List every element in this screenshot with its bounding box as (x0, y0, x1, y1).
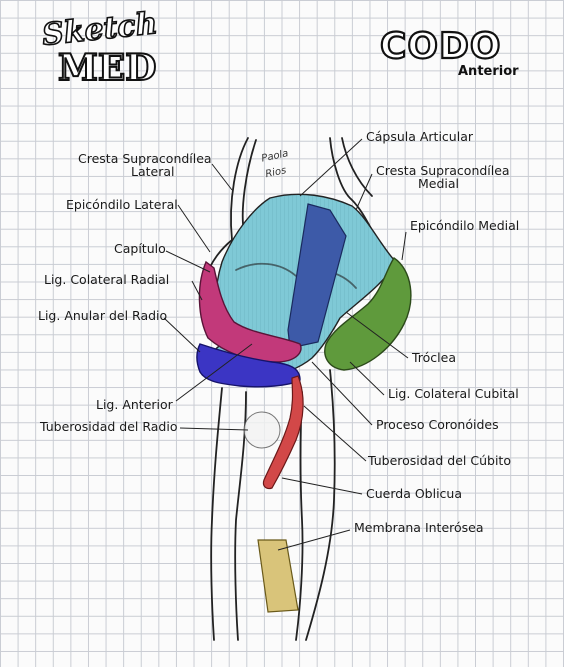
artist-signature: Paola Rios (261, 148, 290, 180)
label-tuberosidad-cubito: Tuberosidad del Cúbito (367, 453, 511, 468)
signature-line-1: Paola (261, 148, 290, 164)
page-subtitle: Anterior (458, 64, 519, 79)
oblique-cord (262, 375, 304, 490)
label-tuberosidad-radio: Tuberosidad del Radio (39, 419, 177, 434)
label-lig-colateral-cubital: Lig. Colateral Cubital (388, 386, 519, 401)
interosseous-membrane (257, 539, 299, 613)
ulnar-collateral-ligament (324, 257, 412, 371)
label-lig-colateral-radial: Lig. Colateral Radial (44, 272, 169, 287)
anterior-ligament (287, 203, 347, 349)
label-capitulo: Capítulo (114, 241, 166, 256)
labels: Cápsula Articular Cresta Supracondílea L… (38, 129, 519, 535)
radius-bone (210, 387, 281, 641)
label-troclea: Tróclea (411, 350, 456, 365)
label-membrana-interosea: Membrana Interósea (354, 520, 484, 535)
label-cuerda-oblicua: Cuerda Oblicua (366, 486, 462, 501)
logo-block-text: MED (58, 47, 157, 89)
ulna-bone (295, 369, 336, 641)
label-lig-anular: Lig. Anular del Radio (38, 308, 167, 323)
leader-lines (163, 138, 409, 551)
page-header: CODO Anterior (379, 25, 519, 79)
label-proceso-coronoides: Proceso Coronóides (376, 417, 499, 432)
label-lig-anterior: Lig. Anterior (96, 397, 174, 412)
signature-line-2: Rios (264, 165, 287, 180)
page-title: CODO (380, 26, 502, 67)
label-cresta-lateral-line2: Lateral (131, 164, 175, 179)
logo-script-text: Sketch (40, 6, 159, 53)
label-cresta-medial-line2: Medial (418, 176, 459, 191)
sketchmed-logo: Sketch MED (40, 5, 160, 90)
label-cresta-lateral-line1: Cresta Supracondílea (78, 151, 212, 166)
annular-ligament (196, 343, 301, 388)
label-epicondilo-lateral: Epicóndilo Lateral (66, 197, 178, 212)
label-cresta-medial-line1: Cresta Supracondílea (376, 163, 510, 178)
label-epicondilo-medial: Epicóndilo Medial (410, 218, 519, 233)
label-capsula-articular: Cápsula Articular (366, 129, 474, 144)
radial-collateral-ligament (198, 260, 302, 363)
